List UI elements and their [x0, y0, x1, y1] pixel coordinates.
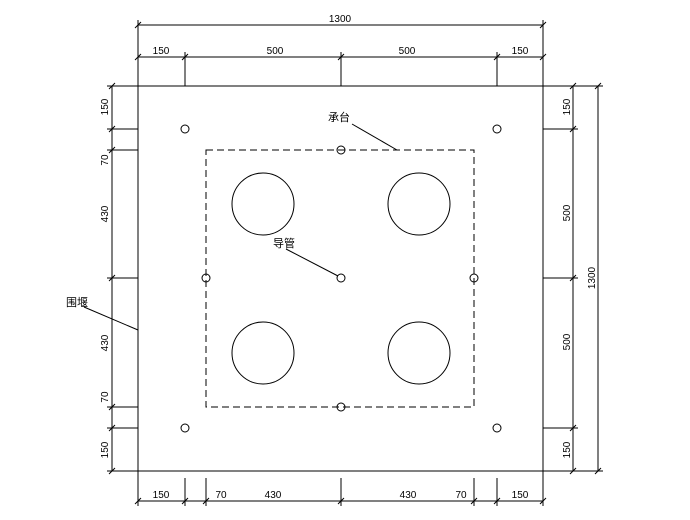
corner-marker-circle — [180, 423, 190, 433]
corner-marker-circle — [492, 423, 502, 433]
dim-right-4: 150 — [562, 441, 573, 458]
pile-cap-outline — [205, 149, 475, 408]
pile-cap-label: 承台 — [328, 110, 350, 124]
dim-top-2: 500 — [267, 46, 284, 57]
corner-marker-circle — [492, 124, 502, 134]
dim-bottom-4: 430 — [400, 490, 417, 501]
pile-cap-leader — [351, 123, 398, 151]
dim-left-5: 70 — [100, 391, 111, 403]
guide-point-circle — [336, 145, 346, 155]
cofferdam-label: 围堰 — [66, 296, 88, 309]
dim-right-3: 500 — [562, 333, 573, 350]
pile-circle — [231, 321, 295, 385]
guide-point-circle — [201, 273, 211, 283]
dim-top-3: 500 — [399, 46, 416, 57]
dim-left-3: 430 — [100, 205, 111, 222]
guide-pipe-circle — [336, 273, 346, 283]
dim-left-4: 430 — [100, 334, 111, 351]
guide-pipe-leader — [285, 248, 339, 277]
guide-point-circle — [469, 273, 479, 283]
dim-top-total: 1300 — [329, 14, 352, 25]
dim-left-2: 70 — [100, 154, 111, 166]
pile-circle — [231, 172, 295, 236]
dim-right-total: 1300 — [587, 266, 598, 289]
dim-bottom-5: 70 — [455, 490, 467, 501]
guide-point-circle — [336, 402, 346, 412]
pile-circle — [387, 321, 451, 385]
corner-marker-circle — [180, 124, 190, 134]
dim-right-1: 150 — [562, 98, 573, 115]
dim-left-1: 150 — [100, 98, 111, 115]
guide-pipe-label: 导管 — [273, 236, 295, 250]
dim-top-1: 150 — [153, 46, 170, 57]
dim-bottom-3: 430 — [265, 490, 282, 501]
cofferdam-leader — [83, 306, 139, 331]
dim-bottom-6: 150 — [512, 490, 529, 501]
cofferdam-outline — [137, 85, 544, 472]
dim-bottom-1: 150 — [153, 490, 170, 501]
dim-right-2: 500 — [562, 204, 573, 221]
dim-top-4: 150 — [512, 46, 529, 57]
pile-circle — [387, 172, 451, 236]
dim-bottom-2: 70 — [215, 490, 227, 501]
dim-left-6: 150 — [100, 441, 111, 458]
